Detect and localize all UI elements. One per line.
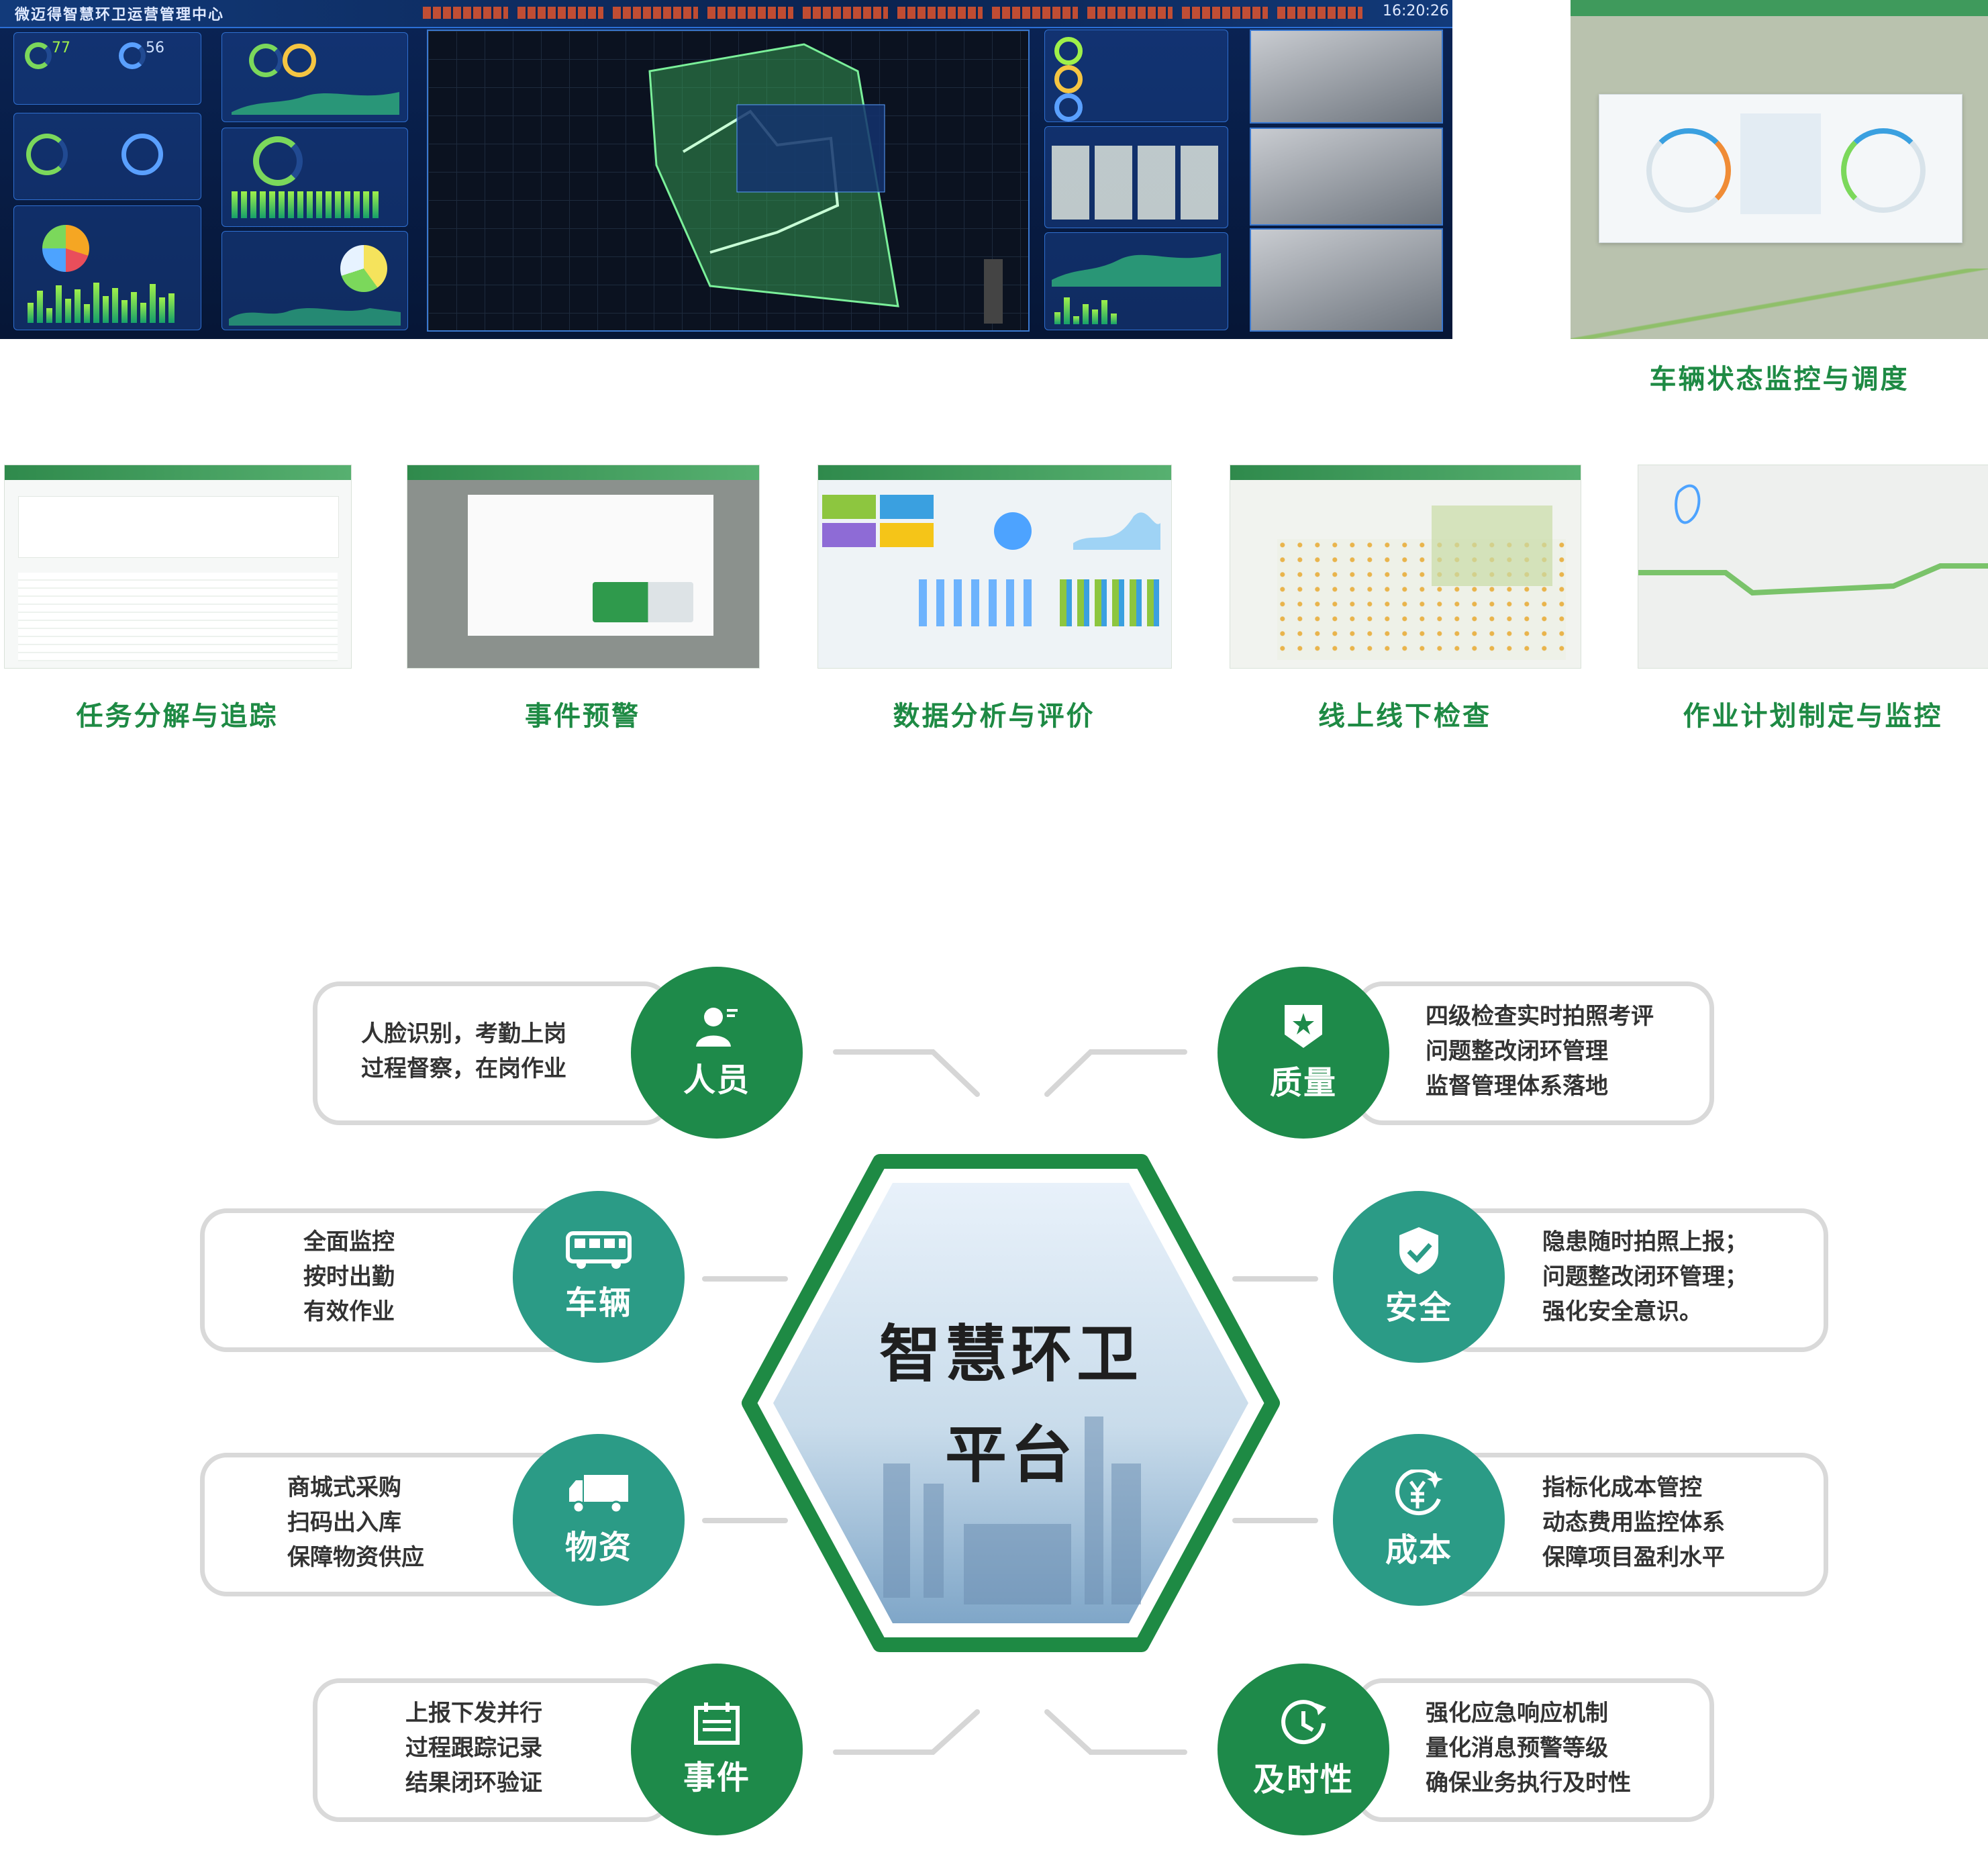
dashboard-panel (13, 113, 201, 200)
caption-event: 事件预警 (525, 701, 640, 732)
card-personnel-text: 人脸识别，考勤上岗 过程督察，在岗作业 (361, 1020, 566, 1082)
dashboard-panel (221, 32, 408, 122)
node-materials-label: 物资 (564, 1529, 632, 1566)
dashboard-vehicle-panel (1044, 126, 1228, 228)
inspection-screenshot (1230, 465, 1581, 669)
hub-title-line2: 平台 (944, 1419, 1077, 1491)
dashboard-camera-feed[interactable] (1250, 30, 1443, 124)
shield-check-icon (1399, 1227, 1438, 1274)
node-quality-label: 质量 (1269, 1064, 1337, 1102)
dashboard-panel (221, 231, 408, 330)
node-safety: 安全 (1333, 1191, 1505, 1363)
card-timeliness-text: 强化应急响应机制 量化消息预警等级 确保业务执行及时性 (1426, 1700, 1631, 1796)
hub-title-line1: 智慧环卫 (879, 1318, 1142, 1390)
card-cost-text: 指标化成本管控 动态费用监控体系 保障项目盈利水平 (1542, 1474, 1725, 1571)
node-events: 事件 (631, 1664, 803, 1835)
caption-inspection: 线上线下检查 (1318, 701, 1491, 732)
caption-plan: 作业计划制定与监控 (1683, 701, 1943, 732)
card-safety-text: 隐患随时拍照上报； 问题整改闭环管理； 强化安全意识。 (1542, 1229, 1748, 1325)
card-materials-text: 商城式采购 扫码出入库 保障物资供应 (287, 1474, 424, 1571)
dashboard-clock: 16:20:26 (1383, 3, 1449, 19)
node-vehicle-label: 车辆 (564, 1284, 632, 1322)
dashboard-stat-strip (423, 7, 1363, 21)
node-cost-label: 成本 (1385, 1531, 1452, 1569)
caption-vehicle: 车辆状态监控与调度 (1649, 364, 1909, 395)
dashboard-camera-feed[interactable] (1250, 228, 1443, 332)
node-vehicle: 车辆 (513, 1191, 685, 1363)
dashboard-camera-feed[interactable] (1250, 128, 1443, 226)
node-timeliness: 及时性 (1217, 1664, 1389, 1835)
card-vehicle-text: 全面监控 按时出勤 有效作业 (303, 1229, 395, 1325)
clock-icon (1281, 1700, 1326, 1745)
node-personnel-label: 人员 (683, 1061, 750, 1099)
kpi-value-a: 77 (52, 40, 70, 56)
node-personnel: 人员 (631, 967, 803, 1139)
card-safety (1443, 1208, 1828, 1352)
yuan-icon (1395, 1470, 1443, 1516)
dashboard-panel (1044, 30, 1228, 122)
node-materials: 物资 (513, 1434, 685, 1606)
vehicle-monitoring-screenshot (1571, 0, 1988, 339)
node-events-label: 事件 (683, 1759, 750, 1796)
node-cost: 成本 (1333, 1434, 1505, 1606)
kpi-value-b: 56 (146, 40, 164, 56)
dashboard-title: 微迈得智慧环卫运营管理中心 (15, 7, 225, 23)
event-screenshot (407, 465, 760, 669)
plan-screenshot (1638, 465, 1988, 669)
card-quality (1356, 981, 1714, 1125)
hub-hexagon (742, 1154, 1280, 1652)
card-quality-text: 四级检查实时拍照考评 问题整改闭环管理 监督管理体系落地 (1426, 1003, 1654, 1100)
person-icon (696, 1008, 738, 1047)
truck-icon (569, 1475, 628, 1514)
caption-task: 任务分解与追踪 (76, 701, 279, 732)
dashboard-panel (1044, 232, 1228, 330)
star-badge-icon (1285, 1005, 1322, 1048)
caption-analysis: 数据分析与评价 (893, 701, 1095, 732)
node-safety-label: 安全 (1385, 1289, 1452, 1327)
bus-icon (566, 1231, 632, 1269)
task-screenshot (4, 465, 352, 669)
diagram-connectors (702, 1049, 1318, 1755)
dashboard-kpi-panel: 77 56 (13, 32, 201, 105)
node-quality: 质量 (1217, 967, 1389, 1139)
card-cost (1443, 1453, 1828, 1596)
operations-dashboard-screenshot: 微迈得智慧环卫运营管理中心 16:20:26 77 56 (0, 0, 1452, 339)
dashboard-chart-panel (13, 205, 201, 330)
card-timeliness (1356, 1678, 1714, 1822)
card-events-text: 上报下发并行 过程跟踪记录 结果闭环验证 (405, 1700, 542, 1796)
calendar-icon (694, 1702, 740, 1745)
analysis-screenshot (817, 465, 1172, 669)
node-timeliness-label: 及时性 (1252, 1761, 1354, 1798)
dashboard-panel (221, 128, 408, 227)
dashboard-map[interactable] (427, 30, 1030, 332)
